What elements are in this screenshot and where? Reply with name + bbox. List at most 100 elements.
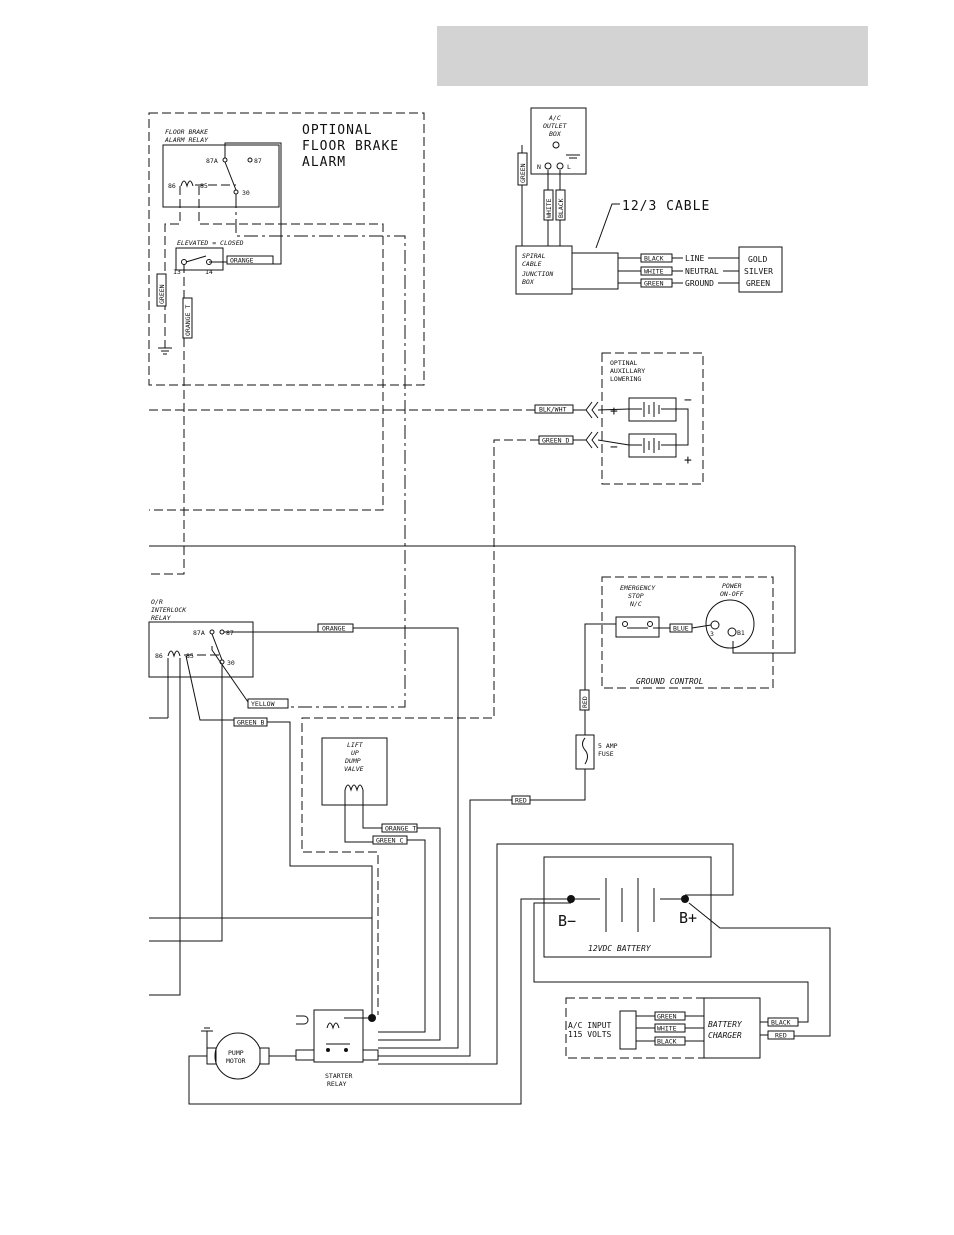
il-wire-85-down bbox=[149, 658, 181, 996]
wire-power-return bbox=[732, 546, 796, 654]
fb-coil bbox=[180, 180, 194, 188]
fb-wire-orange: ORANGE bbox=[230, 257, 254, 265]
starter-relay bbox=[313, 1009, 364, 1063]
il-pin-87a: 87A bbox=[193, 629, 205, 637]
cable-color-box bbox=[738, 246, 783, 293]
floor-brake-alarm: OPTIONAL FLOOR BRAKE ALARM FLOOR BRAKE A… bbox=[148, 112, 425, 708]
cable-tag-white-label: WHITE bbox=[644, 268, 664, 276]
floor-brake-relay-label-2: ALARM RELAY bbox=[164, 136, 209, 144]
fb-pin-85: 85 bbox=[200, 182, 208, 190]
il-pin-87: 87 bbox=[226, 629, 234, 637]
ac-outlet-label-1: A/C bbox=[548, 114, 561, 122]
valve-wire-a bbox=[344, 790, 373, 843]
starter-label-1: STARTER bbox=[325, 1072, 352, 1080]
ac-wire-green-label: GREEN bbox=[519, 163, 527, 183]
fb-wire-green: GREEN bbox=[158, 284, 166, 304]
fb-switch-pin-13: 13 bbox=[173, 268, 181, 276]
fb-switch-label: ELEVATED = CLOSED bbox=[177, 239, 244, 247]
aux-wire-green-d-run bbox=[301, 439, 539, 1015]
fuse-wire-red-bottom: RED bbox=[515, 797, 527, 805]
battery-pos-label: B+ bbox=[679, 909, 697, 927]
power-terminal-3 bbox=[710, 620, 720, 630]
charger-input-green: GREEN bbox=[657, 1013, 677, 1021]
il-wire-30-down bbox=[149, 664, 223, 942]
fb-switch-arm bbox=[224, 161, 237, 191]
valve-wire-b bbox=[362, 790, 382, 829]
ac-tag-black bbox=[555, 189, 566, 221]
cable-function-neutral: NEUTRAL bbox=[685, 267, 719, 276]
cable-tag-black-label: BLACK bbox=[644, 255, 664, 263]
floor-brake-relay-label-1: FLOOR BRAKE bbox=[165, 128, 208, 136]
fb-wire-85 bbox=[149, 186, 384, 511]
ac-wire-black-label: BLACK bbox=[557, 198, 565, 218]
charger-out-red: RED bbox=[775, 1032, 787, 1040]
ac-outlet-label-3: BOX bbox=[549, 130, 562, 138]
charger-input-enclosure bbox=[565, 997, 705, 1059]
valve-section: LIFT UP DUMP VALVE ORANGE T GREEN C bbox=[321, 737, 441, 1041]
estop-terminal-2 bbox=[647, 621, 653, 627]
valve-wire-orange-t: ORANGE T bbox=[385, 825, 416, 833]
fuse-label-2: FUSE bbox=[598, 750, 614, 758]
power-label-2: ON-OFF bbox=[720, 590, 744, 598]
starter-contact-dot-2 bbox=[344, 1048, 348, 1052]
il-wire-orange: ORANGE bbox=[322, 625, 346, 633]
interlock-relay bbox=[148, 621, 254, 678]
il-pin-86: 86 bbox=[155, 652, 163, 660]
cable-function-ground: GROUND bbox=[685, 279, 714, 288]
floor-brake-title-1: OPTIONAL bbox=[302, 123, 373, 138]
starter-stud-right bbox=[362, 1049, 379, 1061]
power-pin-b1: B1 bbox=[737, 629, 745, 637]
battery-neg-label: B− bbox=[558, 912, 576, 930]
valve-coil bbox=[344, 784, 364, 792]
floor-brake-enclosure bbox=[148, 112, 425, 386]
junction-label-3: JUNCTION bbox=[521, 270, 553, 278]
fuse-wire-run bbox=[378, 799, 512, 1057]
il-pin-85: 85 bbox=[186, 652, 194, 660]
starter-section: STARTER RELAY bbox=[295, 1009, 379, 1088]
charger-input-black: BLACK bbox=[657, 1038, 677, 1046]
estop-label-2: STOP bbox=[628, 592, 644, 600]
ac-wire-white-label: WHITE bbox=[545, 198, 553, 218]
starter-stud-left bbox=[295, 1049, 315, 1061]
floor-brake-title-3: ALARM bbox=[302, 155, 346, 170]
motor-label-1: PUMP bbox=[228, 1049, 244, 1057]
il-wire-30-to-yellow bbox=[211, 646, 249, 703]
motor-section: PUMP MOTOR bbox=[201, 1027, 296, 1080]
cable-color-gold: GOLD bbox=[748, 255, 767, 264]
junction-label-4: BOX bbox=[522, 278, 535, 286]
battery-charger bbox=[703, 997, 761, 1059]
blue-to-power bbox=[691, 624, 712, 629]
cable-sheath bbox=[571, 252, 619, 290]
fb-wire-tag-orange bbox=[226, 255, 274, 265]
aux-wire-bottom: GREEN D bbox=[542, 437, 569, 445]
aux-tag-blkwht bbox=[534, 404, 574, 414]
aux-lowering-section: OPTINAL AUXILLARY LOWERING + − − + BLK/W… bbox=[149, 352, 704, 1015]
fuse-section: RED 5 AMP FUSE RED bbox=[378, 689, 618, 1057]
aux-wire-top: BLK/WHT bbox=[539, 406, 566, 414]
power-label-1: POWER bbox=[722, 582, 742, 590]
power-switch bbox=[705, 599, 755, 649]
junction-label-1: SPIRAL bbox=[522, 252, 546, 260]
fuse-label-1: 5 AMP bbox=[598, 742, 618, 750]
battery-pos-to-starter bbox=[378, 843, 734, 1065]
fb-elevated-switch bbox=[175, 247, 224, 271]
motor-terminal-right bbox=[259, 1047, 270, 1065]
fb-switch-blade bbox=[185, 255, 207, 263]
starter-contact-dot-1 bbox=[326, 1048, 330, 1052]
charger-label-1: BATTERY bbox=[708, 1020, 743, 1029]
battery-section: B− B+ 12VDC BATTERY bbox=[188, 843, 831, 1105]
il-pin-30: 30 bbox=[227, 659, 235, 667]
fb-switch-pin-14: 14 bbox=[205, 268, 213, 276]
aux-wire-b1 bbox=[597, 408, 630, 411]
motor-terminal-left bbox=[206, 1047, 217, 1065]
cable-label: 12/3 CABLE bbox=[622, 199, 710, 214]
aux-b1-plus: + bbox=[610, 404, 619, 419]
il-wire-green-b-run bbox=[267, 721, 373, 1018]
interlock-label-3: RELAY bbox=[151, 614, 172, 622]
fb-wire-tag-orange-t bbox=[182, 297, 193, 339]
fuse-wire-out bbox=[530, 769, 586, 801]
fb-wire-13-down bbox=[149, 338, 185, 575]
gc-wire-blue: BLUE bbox=[673, 625, 689, 633]
cable-leader bbox=[595, 203, 620, 249]
